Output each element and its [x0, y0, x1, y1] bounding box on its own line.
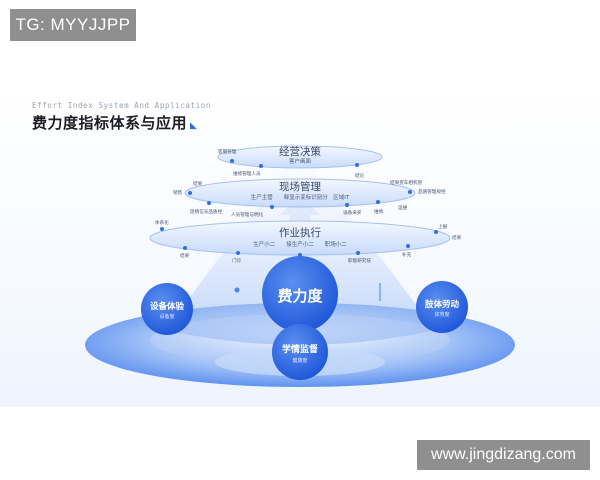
label-l3-6: 结果 — [452, 234, 462, 241]
bubble-bottom-subtitle: 健康度 — [292, 357, 307, 364]
bubble-left — [141, 283, 193, 335]
ring-dot — [345, 203, 349, 207]
label-l1-2: 结论 — [355, 172, 365, 179]
ring-dot — [207, 201, 211, 205]
bubble-bottom-title: 学情监督 — [282, 343, 318, 355]
label-l3-3: 职能研究技 — [348, 257, 371, 264]
ring-dot — [406, 244, 410, 248]
label-l1-1: 维修管理人员 — [233, 170, 261, 177]
accent-dash — [379, 283, 381, 301]
label-l2-8: 品质管理规经 — [418, 188, 446, 195]
level-ring-decision — [217, 145, 383, 169]
label-l2-0: 结果 — [193, 180, 203, 187]
label-l1-0: 客服管理 — [218, 148, 237, 155]
ring-dot — [356, 251, 360, 255]
bubble-left-subtitle: 设备度 — [159, 313, 174, 320]
chinese-title: 费力度指标体系与应用◣ — [32, 112, 197, 133]
ring-dot — [434, 230, 438, 234]
ring-dot — [298, 253, 302, 257]
bubble-center — [262, 256, 338, 332]
ring-dot — [188, 191, 192, 195]
ring-dot — [236, 251, 240, 255]
label-l3-5: 上报 — [438, 223, 448, 230]
label-l2-1: 销售 — [173, 189, 183, 196]
label-l2-7: 结果变车相机管 — [390, 179, 423, 186]
english-title: Effort Index System And Application — [32, 101, 212, 110]
label-l2-5: 维修 — [374, 208, 384, 215]
level-ring-site — [184, 178, 416, 208]
ring-dot — [355, 163, 359, 167]
label-l3-4: 补充 — [402, 251, 412, 258]
ring-dot — [408, 190, 412, 194]
level-subtitle-decision: 客户画面 — [289, 157, 312, 165]
chinese-title-text: 费力度指标体系与应用 — [32, 114, 188, 132]
level-title-operation: 作业执行 — [279, 226, 321, 239]
bubble-right — [416, 281, 468, 333]
label-l2-2: 促销信号品质经 — [190, 208, 223, 215]
bubble-left-title: 设备体验 — [150, 301, 185, 312]
ring-dot — [376, 200, 380, 204]
label-l2-6: 运维 — [398, 204, 408, 211]
ring-dot — [259, 164, 263, 168]
accent-dot — [234, 287, 240, 293]
tg-tag: TG: MYYJJPP — [10, 9, 136, 41]
level-title-decision: 经营决策 — [279, 145, 321, 158]
bubble-right-subtitle: 体劳度 — [434, 311, 449, 318]
label-l3-2: 门诊 — [232, 257, 242, 264]
ring-dot — [183, 246, 187, 250]
ring-dots — [160, 159, 438, 257]
site-watermark: www.jingdizang.com — [417, 440, 590, 470]
level-title-site: 现场管理 — [279, 180, 321, 193]
ring-dot — [230, 159, 234, 163]
corner-mark-icon: ◣ — [190, 121, 198, 131]
label-l3-0: 体系化 — [155, 219, 169, 226]
level-subtitle-operation: 生产小二 接生产小二 职场小二 — [253, 240, 347, 248]
bubble-bottom — [272, 324, 328, 380]
ring-dot — [160, 227, 164, 231]
ring-dot — [270, 205, 274, 209]
bubble-right-title: 肢体劳动 — [424, 299, 460, 310]
level-subtitle-site: 生产主管 释显示变标识别分 区域IT — [251, 193, 350, 201]
label-l2-3: 人员管理与明化 — [231, 211, 264, 218]
bubble-center-title: 费力度 — [277, 287, 323, 305]
label-l3-1: 结果 — [180, 252, 190, 259]
label-l2-4: 设备采买 — [343, 209, 362, 216]
